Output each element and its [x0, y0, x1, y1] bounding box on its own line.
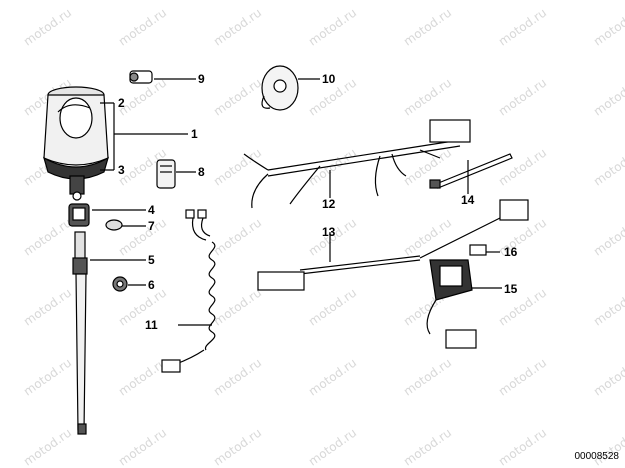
- callout-13: 13: [322, 225, 336, 239]
- bulb-9: [129, 70, 153, 84]
- callout-15: 15: [504, 282, 518, 296]
- connector-8: [156, 159, 176, 189]
- switch-15: [426, 259, 477, 349]
- mount-socket: [68, 203, 90, 227]
- beacon-lamp: [43, 86, 109, 201]
- grommet-6: [112, 276, 128, 292]
- callout-10: 10: [322, 72, 336, 86]
- callout-16: 16: [504, 245, 518, 259]
- harness-12: [243, 119, 471, 209]
- callout-2: 2: [118, 96, 125, 110]
- clip-16: [469, 244, 487, 256]
- cable-13: [257, 199, 529, 291]
- callout-7: 7: [148, 219, 155, 233]
- callout-12: 12: [322, 197, 336, 211]
- bulb-socket-10: [261, 65, 299, 111]
- coiled-cable-11: [161, 209, 216, 373]
- callout-4: 4: [148, 203, 155, 217]
- callout-5: 5: [148, 253, 155, 267]
- cap-7: [105, 219, 123, 231]
- support-mast: [72, 231, 88, 435]
- callout-3: 3: [118, 163, 125, 177]
- callout-6: 6: [148, 278, 155, 292]
- leader-lines: [90, 78, 502, 326]
- callout-8: 8: [198, 165, 205, 179]
- cable-tie-14: [429, 153, 513, 189]
- document-id: 00008528: [574, 451, 620, 462]
- callout-1: 1: [191, 127, 198, 141]
- callout-9: 9: [198, 72, 205, 86]
- callout-11: 11: [145, 318, 158, 332]
- callout-14: 14: [461, 193, 475, 207]
